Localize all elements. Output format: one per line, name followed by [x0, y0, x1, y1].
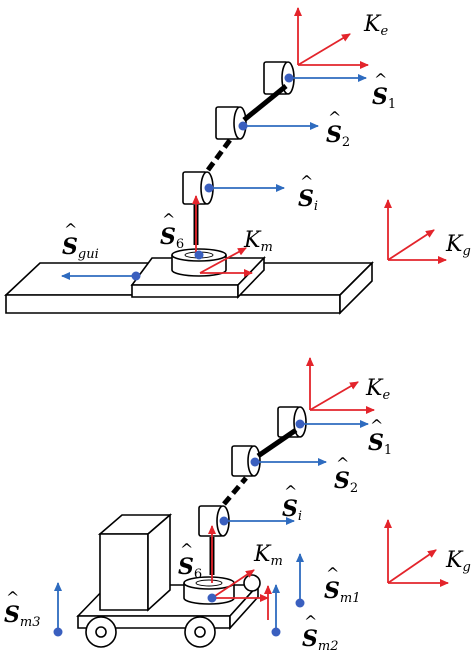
label-kg-bottom: Kg: [446, 548, 471, 575]
joint-axes: [61, 74, 367, 280]
label-s6-bottom: S6: [178, 556, 202, 581]
cab-block: [97, 513, 173, 612]
label-s2-top: S2: [326, 124, 350, 149]
label-sgui: Sgui: [62, 236, 99, 261]
bottom-scene: [53, 357, 449, 648]
label-s6-top: S6: [160, 226, 184, 251]
carriage: [130, 256, 266, 299]
label-sm1: Sm1: [324, 580, 361, 605]
label-kg-top: Kg: [446, 232, 471, 259]
frame-kg-bottom: [384, 519, 449, 587]
frame-kg-top: [384, 199, 447, 264]
frame-km: [192, 195, 253, 277]
label-ke-top: Ke: [364, 12, 389, 39]
top-scene: [3, 7, 447, 315]
label-ke-bottom: Ke: [366, 376, 391, 403]
joint-axes-mobile: [54, 420, 369, 632]
label-s2-bottom: S2: [334, 470, 358, 495]
joint-2-mobile: [231, 445, 261, 477]
label-sm2: Sm2: [302, 628, 339, 653]
frame-ke: [294, 7, 369, 69]
wheels: [85, 616, 216, 648]
frame-km-mobile: [208, 525, 272, 620]
label-sm3: Sm3: [4, 604, 41, 629]
label-si-top: Si: [298, 188, 318, 213]
label-km-top: Km: [244, 228, 273, 255]
label-si-bottom: Si: [282, 498, 302, 523]
label-s1-bottom: S1: [368, 432, 392, 457]
label-km-bottom: Km: [254, 542, 283, 569]
label-s1-top: S1: [372, 86, 396, 111]
frame-ke-mobile: [306, 357, 375, 414]
joint-dots: [131, 73, 294, 281]
joint-dots-mobile: [53, 419, 305, 637]
